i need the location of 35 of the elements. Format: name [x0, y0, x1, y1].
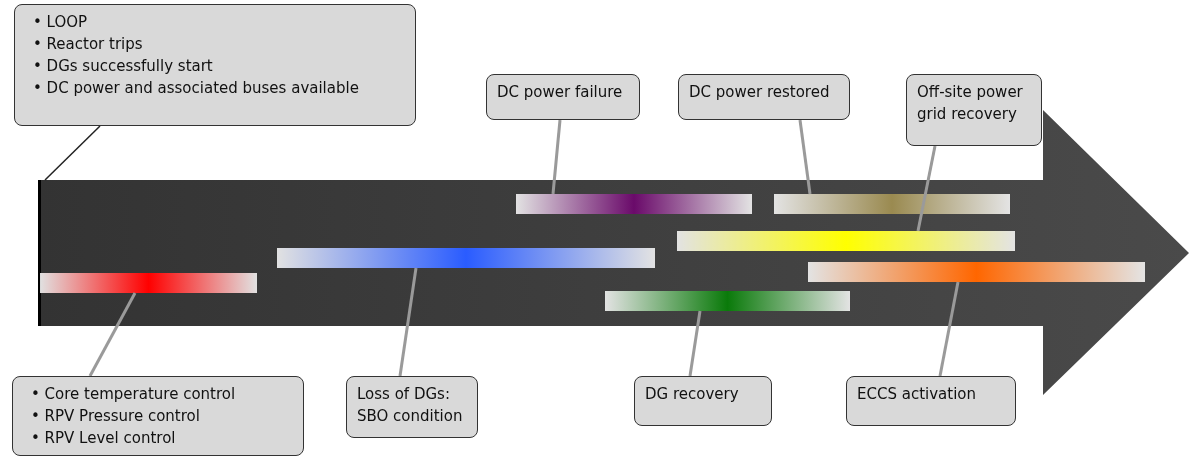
- callout-text: DG recovery: [645, 384, 740, 405]
- leader-line: [88, 292, 137, 377]
- timeline-bar: [40, 273, 257, 293]
- callout-box: [346, 376, 478, 438]
- callout-text: DC power restored: [689, 82, 831, 103]
- callout-box: [678, 74, 850, 120]
- bullet-item: • DGs successfully start: [33, 56, 214, 77]
- bullet-item: • RPV Level control: [31, 428, 177, 449]
- callout-box: [846, 376, 1016, 426]
- leader-line: [398, 267, 418, 377]
- bullet-item: • RPV Pressure control: [31, 406, 201, 427]
- bullet-item: • LOOP: [33, 12, 89, 33]
- timeline-bar: [516, 194, 752, 214]
- callout-text: Off-site power grid recovery: [917, 82, 1024, 125]
- callout-box: [906, 74, 1042, 146]
- bullet-item: • Reactor trips: [33, 34, 144, 55]
- leader-line: [688, 310, 702, 377]
- leader-line: [798, 119, 812, 195]
- bullet-item: • DC power and associated buses available: [33, 78, 360, 99]
- leader-line: [551, 119, 562, 195]
- leader-line: [938, 281, 960, 377]
- callout-text: Loss of DGs: SBO condition: [357, 384, 464, 427]
- timeline-bar: [277, 248, 655, 268]
- callout-text: ECCS activation: [857, 384, 977, 405]
- leader-line: [44, 125, 101, 181]
- callout-box: [486, 74, 640, 120]
- callout-text: DC power failure: [497, 82, 624, 103]
- timeline-bar: [774, 194, 1010, 214]
- callout-box: [14, 4, 416, 126]
- callout-box: [12, 376, 304, 456]
- callout-box: [634, 376, 772, 426]
- timeline-bar: [677, 231, 1015, 251]
- bullet-item: • Core temperature control: [31, 384, 237, 405]
- timeline-bar: [605, 291, 850, 311]
- timeline-bar: [808, 262, 1145, 282]
